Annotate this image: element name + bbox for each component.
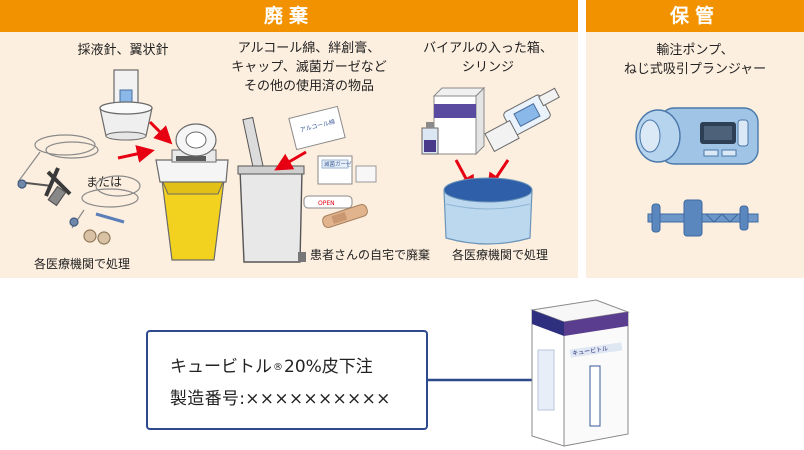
vial-box-icon — [421, 86, 486, 156]
disposal-bag-icon — [443, 177, 533, 245]
registered-mark: ® — [273, 362, 283, 373]
medical-institution-label-1: 各医療機関で処理 — [34, 257, 131, 271]
screw-plunger-icon — [647, 199, 759, 237]
callout-product-name: キュービトル — [170, 357, 272, 377]
vial-label-line1: バイアルの入った箱、 — [423, 41, 553, 56]
or-label: または — [86, 175, 123, 189]
blood-collection-needle-icon — [99, 69, 153, 141]
alcohol-label-line1: アルコール綿、絆創膏、 — [237, 41, 381, 56]
alcohol-label-line3: その他の使用済の物品 — [243, 79, 374, 94]
callout-lot-value: ×××××××××× — [245, 389, 391, 409]
arrow-items-to-bin — [274, 150, 307, 171]
bandage-open-text: OPEN — [318, 200, 335, 207]
vial-label-line2: シリンジ — [461, 60, 514, 75]
butterfly-needle-icon — [17, 134, 99, 207]
storage-header: 保管 — [586, 0, 804, 32]
bandage-icon: OPEN — [303, 195, 368, 229]
product-box-icon: キュービトル — [530, 299, 630, 447]
alcohol-label-line2: キャップ、滅菌ガーゼなど — [231, 60, 387, 75]
lot-number-callout: キュービトル®20%皮下注 製造番号:×××××××××× — [146, 330, 428, 430]
gauze-icon: 滅菌ガーゼ — [317, 155, 377, 185]
disposal-header: 廃棄 — [0, 0, 578, 32]
gauze-text: 滅菌ガーゼ — [324, 160, 352, 168]
home-disposal-label: 患者さんの自宅で廃棄 — [310, 248, 431, 262]
callout-lot-label: 製造番号: — [170, 389, 246, 409]
callout-lot-line: 製造番号:×××××××××× — [170, 384, 391, 409]
medical-institution-label-2: 各医療機関で処理 — [452, 248, 549, 262]
storage-label-line2: ねじ式吸引プランジャー — [623, 62, 767, 77]
syringe-icon — [484, 87, 560, 153]
arrow-needle-to-box — [148, 120, 173, 145]
alcohol-swab-icon: アルコール綿 — [288, 105, 346, 151]
storage-label-line1: 輸注ポンプ、 — [656, 43, 734, 58]
needles-label: 採液針、翼状針 — [77, 43, 169, 58]
callout-product-name-line: キュービトル®20%皮下注 — [170, 352, 373, 377]
arrow-tube-to-box — [117, 145, 155, 163]
sharps-container-icon — [155, 123, 229, 261]
callout-product-suffix: 20%皮下注 — [284, 357, 373, 377]
infusion-pump-icon — [635, 107, 759, 165]
butterfly-needle-icon-2 — [69, 175, 141, 245]
